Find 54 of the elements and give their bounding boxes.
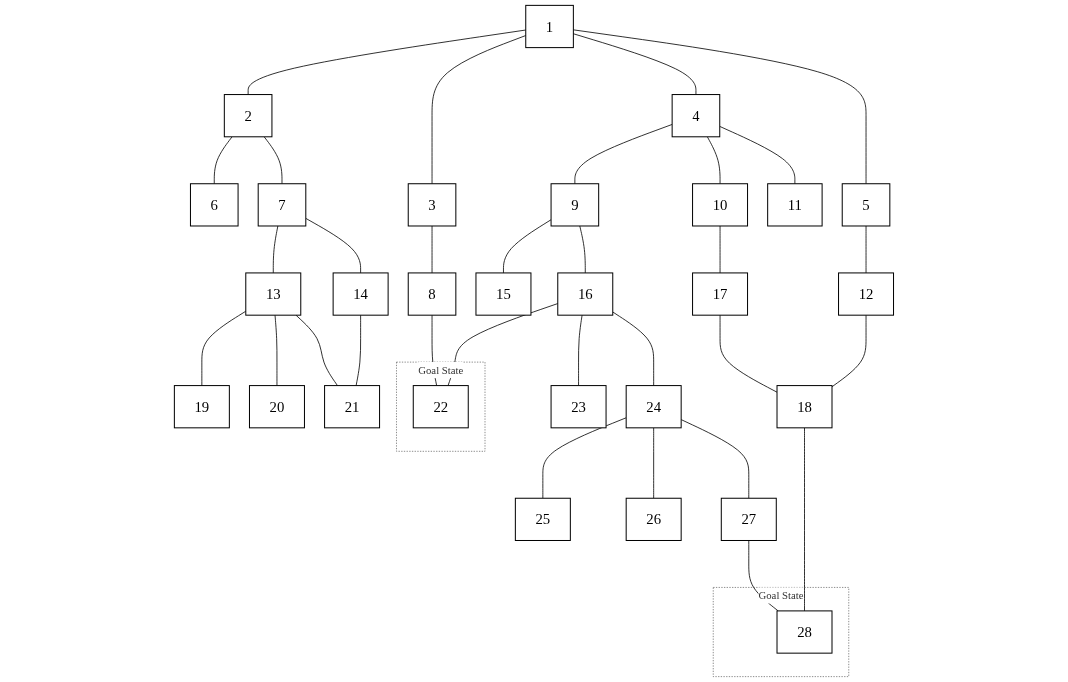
connector — [719, 126, 796, 185]
node-label: Goal State — [758, 589, 804, 601]
node-label: Goal State — [418, 364, 464, 376]
node-box: 13 — [245, 272, 302, 316]
node-box: 3 — [407, 183, 457, 227]
node-box: 25 — [514, 497, 571, 541]
node-box: 9 — [550, 183, 600, 227]
node-box: 20 — [249, 385, 305, 429]
node-box: 12 — [838, 272, 895, 316]
connector — [503, 219, 552, 274]
node-box: 26 — [625, 497, 682, 541]
connector — [213, 136, 233, 185]
connector — [719, 225, 721, 274]
connector — [573, 29, 867, 185]
node-box: 24 — [625, 385, 682, 429]
node-box: 19 — [173, 385, 230, 429]
node-box: 15 — [475, 272, 532, 316]
connector — [263, 136, 283, 185]
connector — [719, 314, 778, 393]
node-box: 16 — [557, 272, 614, 316]
connector — [272, 225, 279, 274]
node-box: 2 — [223, 94, 273, 138]
connector — [612, 311, 655, 386]
connector — [653, 427, 655, 499]
connector — [431, 225, 433, 274]
node-box: 27 — [720, 497, 777, 541]
node-box: 28 — [776, 610, 833, 654]
node-box: 8 — [407, 272, 457, 316]
connector — [574, 124, 673, 185]
connector — [831, 314, 867, 388]
connector — [865, 225, 867, 274]
node-box: 4 — [671, 94, 721, 138]
node-box: 23 — [550, 385, 607, 429]
node-box: 5 — [841, 183, 891, 227]
connector — [355, 314, 362, 386]
connector — [295, 314, 338, 386]
connector — [804, 427, 805, 612]
node-box: 6 — [190, 183, 239, 227]
node-box: 17 — [692, 272, 749, 316]
node-box: 22 — [412, 385, 469, 429]
connector — [573, 33, 697, 95]
connector — [578, 314, 583, 386]
node-box: 18 — [776, 385, 833, 429]
node-box: 14 — [332, 272, 389, 316]
connector — [542, 417, 627, 499]
connector — [707, 136, 721, 185]
node-box: 7 — [257, 183, 307, 227]
connector — [305, 217, 362, 274]
node-box: 1 — [525, 4, 574, 49]
connector — [579, 225, 586, 274]
connector — [274, 314, 278, 386]
node-box: 10 — [692, 183, 749, 227]
node-box: 21 — [324, 385, 381, 429]
node-box: 11 — [767, 183, 823, 227]
